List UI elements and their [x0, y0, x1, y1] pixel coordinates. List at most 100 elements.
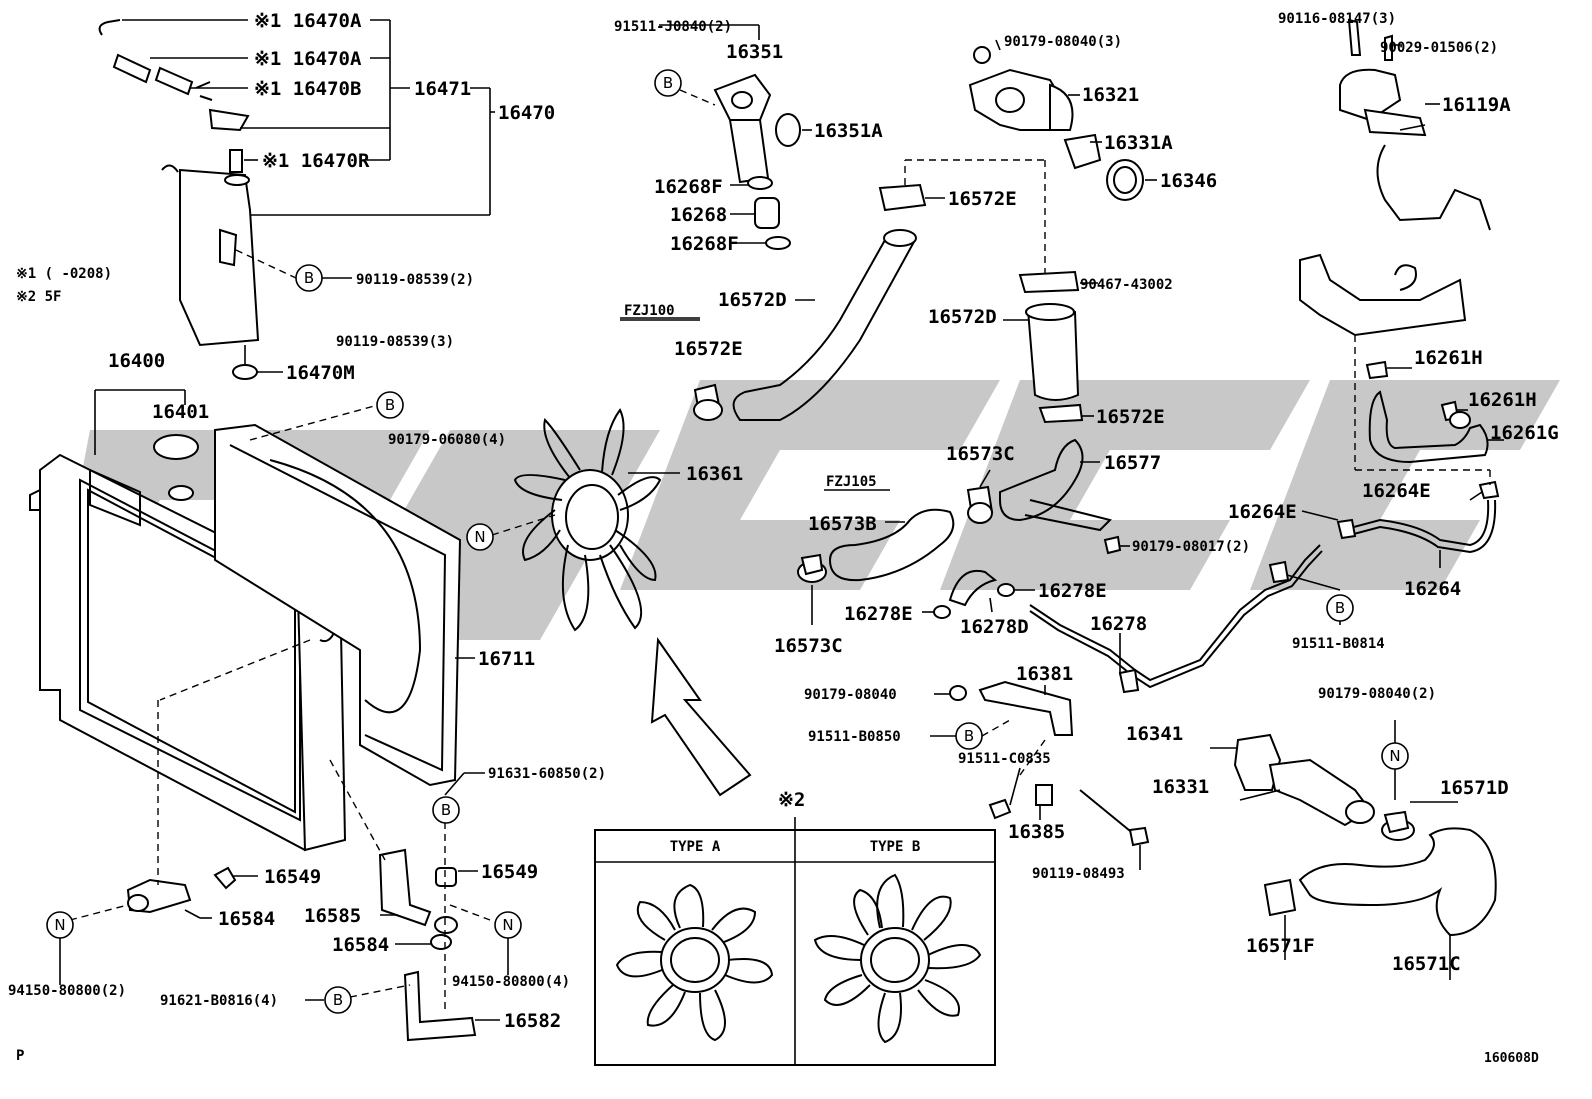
label-90119-08539-3: 90119-08539(3) [336, 334, 454, 350]
label-16470A-2: ※1 16470A [254, 48, 362, 70]
label-90179-08040-2: 90179-08040(2) [1318, 686, 1436, 702]
label-16470M: 16470M [286, 362, 355, 384]
label-90119-08539-2: 90119-08539(2) [356, 272, 474, 288]
label-90467-43002: 90467-43002 [1080, 277, 1173, 293]
label-16261G: 16261G [1490, 422, 1559, 444]
label-16577: 16577 [1104, 452, 1161, 474]
engine-details [1299, 18, 1491, 337]
label-16711: 16711 [478, 648, 535, 670]
reservoir-leaders [122, 19, 495, 373]
lower-brackets [69, 639, 491, 1042]
water-outlet-group [659, 24, 812, 250]
label-16582: 16582 [504, 1010, 561, 1032]
label-16261H-a: 16261H [1414, 347, 1483, 369]
fan-type-marker: ※2 [778, 789, 805, 811]
label-16584-b: 16584 [332, 934, 389, 956]
fzj105-hoses [797, 438, 1130, 625]
label-16572E-a: 16572E [948, 188, 1017, 210]
model-fzj100: FZJ100 [624, 303, 675, 319]
label-16268: 16268 [670, 204, 727, 226]
label-16278: 16278 [1090, 613, 1147, 635]
label-16572D-a: 16572D [718, 289, 787, 311]
label-16470B: ※1 16470B [254, 78, 361, 100]
label-16549-a: 16549 [264, 866, 321, 888]
callout-b: B [304, 269, 314, 287]
note-2: ※2 5F [16, 289, 61, 305]
label-16351A: 16351A [814, 120, 883, 142]
label-16584-a: 16584 [218, 908, 275, 930]
label-16278E-a: 16278E [1038, 580, 1107, 602]
label-16351: 16351 [726, 41, 783, 63]
fzj100-hoses [620, 159, 1046, 421]
label-16470A-1: ※1 16470A [254, 10, 362, 32]
label-16264E-a: 16264E [1362, 480, 1431, 502]
pipe-bracket [930, 680, 1150, 870]
cooling-fan [491, 408, 680, 632]
lower-leaders [59, 772, 509, 1021]
model-fzj105: FZJ105 [826, 474, 877, 490]
label-16261H-b: 16261H [1468, 389, 1537, 411]
label-90179-08040: 90179-08040 [804, 687, 897, 703]
label-94150-80800-b: 94150-80800(4) [452, 974, 570, 990]
part-labels: ※1 16470A ※1 16470A ※1 16470B ※1 16470R … [8, 10, 1559, 1066]
label-16571C: 16571C [1392, 953, 1461, 975]
label-16331: 16331 [1152, 776, 1209, 798]
water-inlet-group [968, 39, 1157, 424]
label-16572E-b: 16572E [674, 338, 743, 360]
fan-type-a [615, 883, 774, 1042]
label-90116-08147: 90116-08147(3) [1278, 11, 1396, 27]
label-91511-J0840: 91511-J0840(2) [614, 19, 732, 35]
label-16385: 16385 [1008, 821, 1065, 843]
label-16401: 16401 [152, 401, 209, 423]
label-16470R: ※1 16470R [262, 150, 370, 172]
label-91511-B0814: 91511-B0814 [1292, 636, 1385, 652]
label-16264: 16264 [1404, 578, 1461, 600]
label-16331A: 16331A [1104, 132, 1173, 154]
note-1: ※1 ( -0208) [16, 266, 112, 282]
reservoir-group [98, 19, 260, 380]
label-16471: 16471 [414, 78, 471, 100]
callout-b: B [441, 801, 451, 819]
label-16571D: 16571D [1440, 777, 1509, 799]
callout-b: B [333, 991, 343, 1009]
label-91511-B0850: 91511-B0850 [808, 729, 901, 745]
label-16572E-c: 16572E [1096, 406, 1165, 428]
label-16268F-b: 16268F [670, 233, 739, 255]
callout-b: B [385, 396, 395, 414]
label-91511-C0835: 91511-C0835 [958, 751, 1051, 767]
label-16573C-b: 16573C [774, 635, 843, 657]
callout-n: N [1389, 747, 1400, 765]
fan-type-b [813, 873, 982, 1044]
diagram-code: 160608D [1484, 1051, 1539, 1066]
label-91631-60850: 91631-60850(2) [488, 766, 606, 782]
label-16549-b: 16549 [481, 861, 538, 883]
label-90179-06080: 90179-06080(4) [388, 432, 506, 448]
label-16571F: 16571F [1246, 935, 1315, 957]
callout-n: N [502, 916, 513, 934]
label-16346: 16346 [1160, 170, 1217, 192]
callout-n: N [474, 528, 485, 546]
label-16341: 16341 [1126, 723, 1183, 745]
callout-n: N [54, 916, 65, 934]
label-16400: 16400 [108, 350, 165, 372]
label-16572D-b: 16572D [928, 306, 997, 328]
label-16268F-a: 16268F [654, 176, 723, 198]
airflow-arrow [650, 637, 752, 797]
callout-b: B [964, 727, 974, 745]
heater-hoses [1354, 335, 1504, 501]
fan-type-box [594, 817, 996, 1066]
fan-type-a-label: TYPE A [670, 839, 721, 855]
label-16321: 16321 [1082, 84, 1139, 106]
label-90179-08040-3: 90179-08040(3) [1004, 34, 1122, 50]
fan-shroud [214, 404, 475, 787]
label-16119A: 16119A [1442, 94, 1511, 116]
label-90029-01506: 90029-01506(2) [1380, 40, 1498, 56]
label-16470: 16470 [498, 102, 555, 124]
page-marker: P [16, 1048, 24, 1064]
callout-b: B [663, 74, 673, 92]
label-16361: 16361 [686, 463, 743, 485]
label-16573C-a: 16573C [946, 443, 1015, 465]
bypass-housing [1210, 720, 1497, 980]
label-94150-80800-a: 94150-80800(2) [8, 983, 126, 999]
